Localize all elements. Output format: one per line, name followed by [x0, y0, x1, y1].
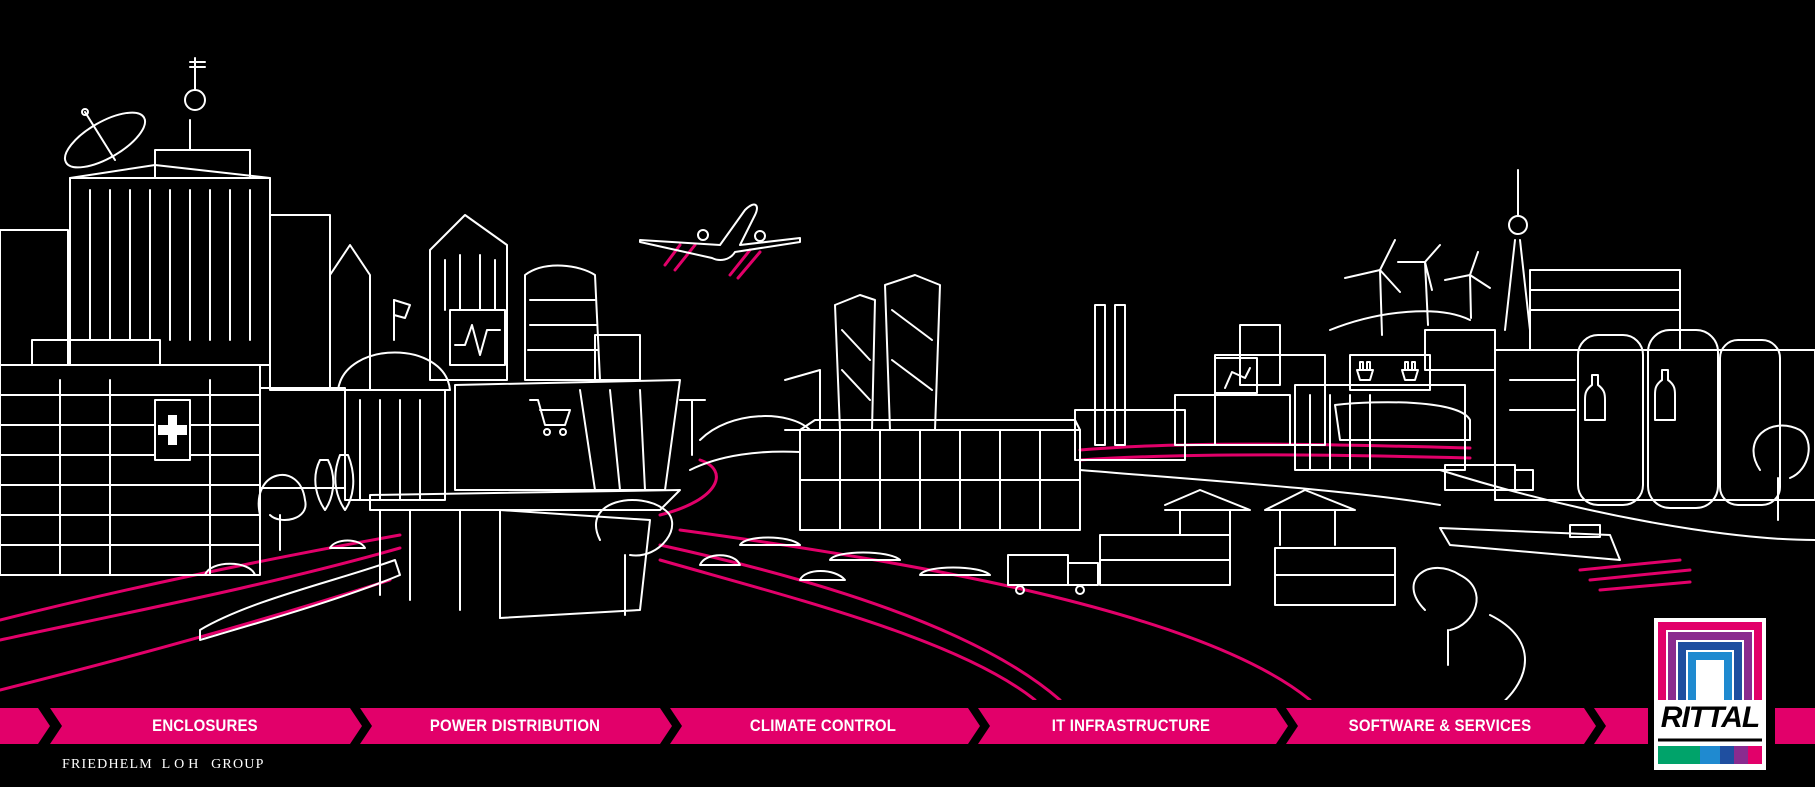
office-tower: [69, 57, 271, 366]
group-name: FRIEDHELM LOH GROUP: [62, 757, 265, 773]
bottle-icon: [1584, 369, 1676, 421]
rittal-logo[interactable]: [1654, 618, 1766, 770]
glass-tower: [429, 214, 508, 381]
brewery-building: [1439, 269, 1815, 541]
nav-item-it-infrastructure[interactable]: IT INFRASTRUCTURE: [1051, 716, 1211, 735]
airplane-icon: [639, 203, 801, 261]
nav-item-enclosures[interactable]: ENCLOSURES: [152, 716, 258, 735]
plug-icon: [1356, 361, 1419, 381]
shopping-mall: [454, 379, 681, 491]
wind-turbine-icon: [1344, 239, 1491, 336]
nav-item-power-distribution[interactable]: POWER DISTRIBUTION: [429, 716, 601, 735]
hospital-cross-icon: [158, 415, 187, 445]
rittal-logo-text: RITTAL: [1660, 701, 1760, 734]
data-center: [799, 419, 1081, 531]
domed-building: [337, 299, 451, 501]
category-chevron-band: [0, 708, 1815, 744]
hospital-building: [0, 339, 261, 576]
twin-towers: [834, 274, 941, 431]
satellite-dish-icon: [64, 108, 146, 169]
group-suffix: GROUP: [211, 757, 265, 772]
tree-cluster: [257, 424, 1810, 666]
group-name-loh: LOH: [161, 757, 203, 772]
cargo-ship: [1439, 524, 1621, 561]
road-lines: [0, 243, 1692, 700]
chart-icon: [449, 309, 506, 366]
nav-item-software-services[interactable]: SOFTWARE & SERVICES: [1348, 716, 1532, 735]
group-prefix: FRIEDHELM: [62, 757, 153, 772]
city-skyline-illustration: [0, 57, 1815, 700]
shopping-cart-icon: [529, 399, 571, 436]
cars: [199, 536, 991, 641]
robot-arm-icon: [1214, 357, 1258, 394]
truck: [1007, 464, 1534, 595]
factory: [1074, 304, 1326, 461]
port-containers: [1099, 489, 1396, 606]
nav-item-climate-control[interactable]: CLIMATE CONTROL: [749, 716, 897, 735]
